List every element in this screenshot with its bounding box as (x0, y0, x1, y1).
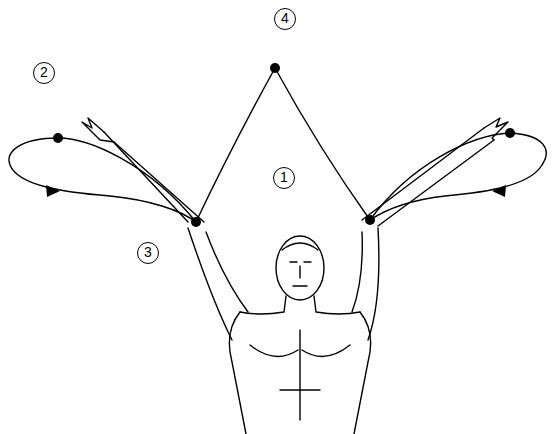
circle-path (370, 133, 546, 220)
circle-path (9, 138, 196, 222)
abdomen (280, 330, 320, 420)
hand (82, 118, 114, 142)
trajectory-line (275, 68, 370, 220)
point-dot (53, 133, 63, 143)
callout-number: 2 (33, 62, 55, 84)
point-dot (270, 63, 280, 73)
callout-number: 4 (274, 8, 296, 30)
hand (484, 118, 508, 140)
arm (368, 228, 379, 340)
forearm (362, 128, 484, 220)
callout-number: 3 (137, 242, 159, 264)
direction-arrow (492, 185, 506, 197)
callout-number: 1 (273, 167, 295, 189)
torso (229, 312, 246, 434)
torso (354, 312, 371, 434)
head (276, 236, 324, 300)
forearm (114, 142, 204, 222)
hair (282, 243, 318, 250)
direction-arrow (46, 185, 60, 197)
neck (314, 296, 360, 314)
point-dot (505, 128, 515, 138)
point-dot (191, 217, 201, 227)
arm (352, 232, 362, 312)
arm (206, 232, 248, 312)
forearm (378, 140, 494, 226)
point-dot (365, 215, 375, 225)
trajectory-line (196, 68, 275, 222)
arm (188, 228, 232, 340)
forearm (104, 132, 188, 222)
face (290, 262, 311, 286)
